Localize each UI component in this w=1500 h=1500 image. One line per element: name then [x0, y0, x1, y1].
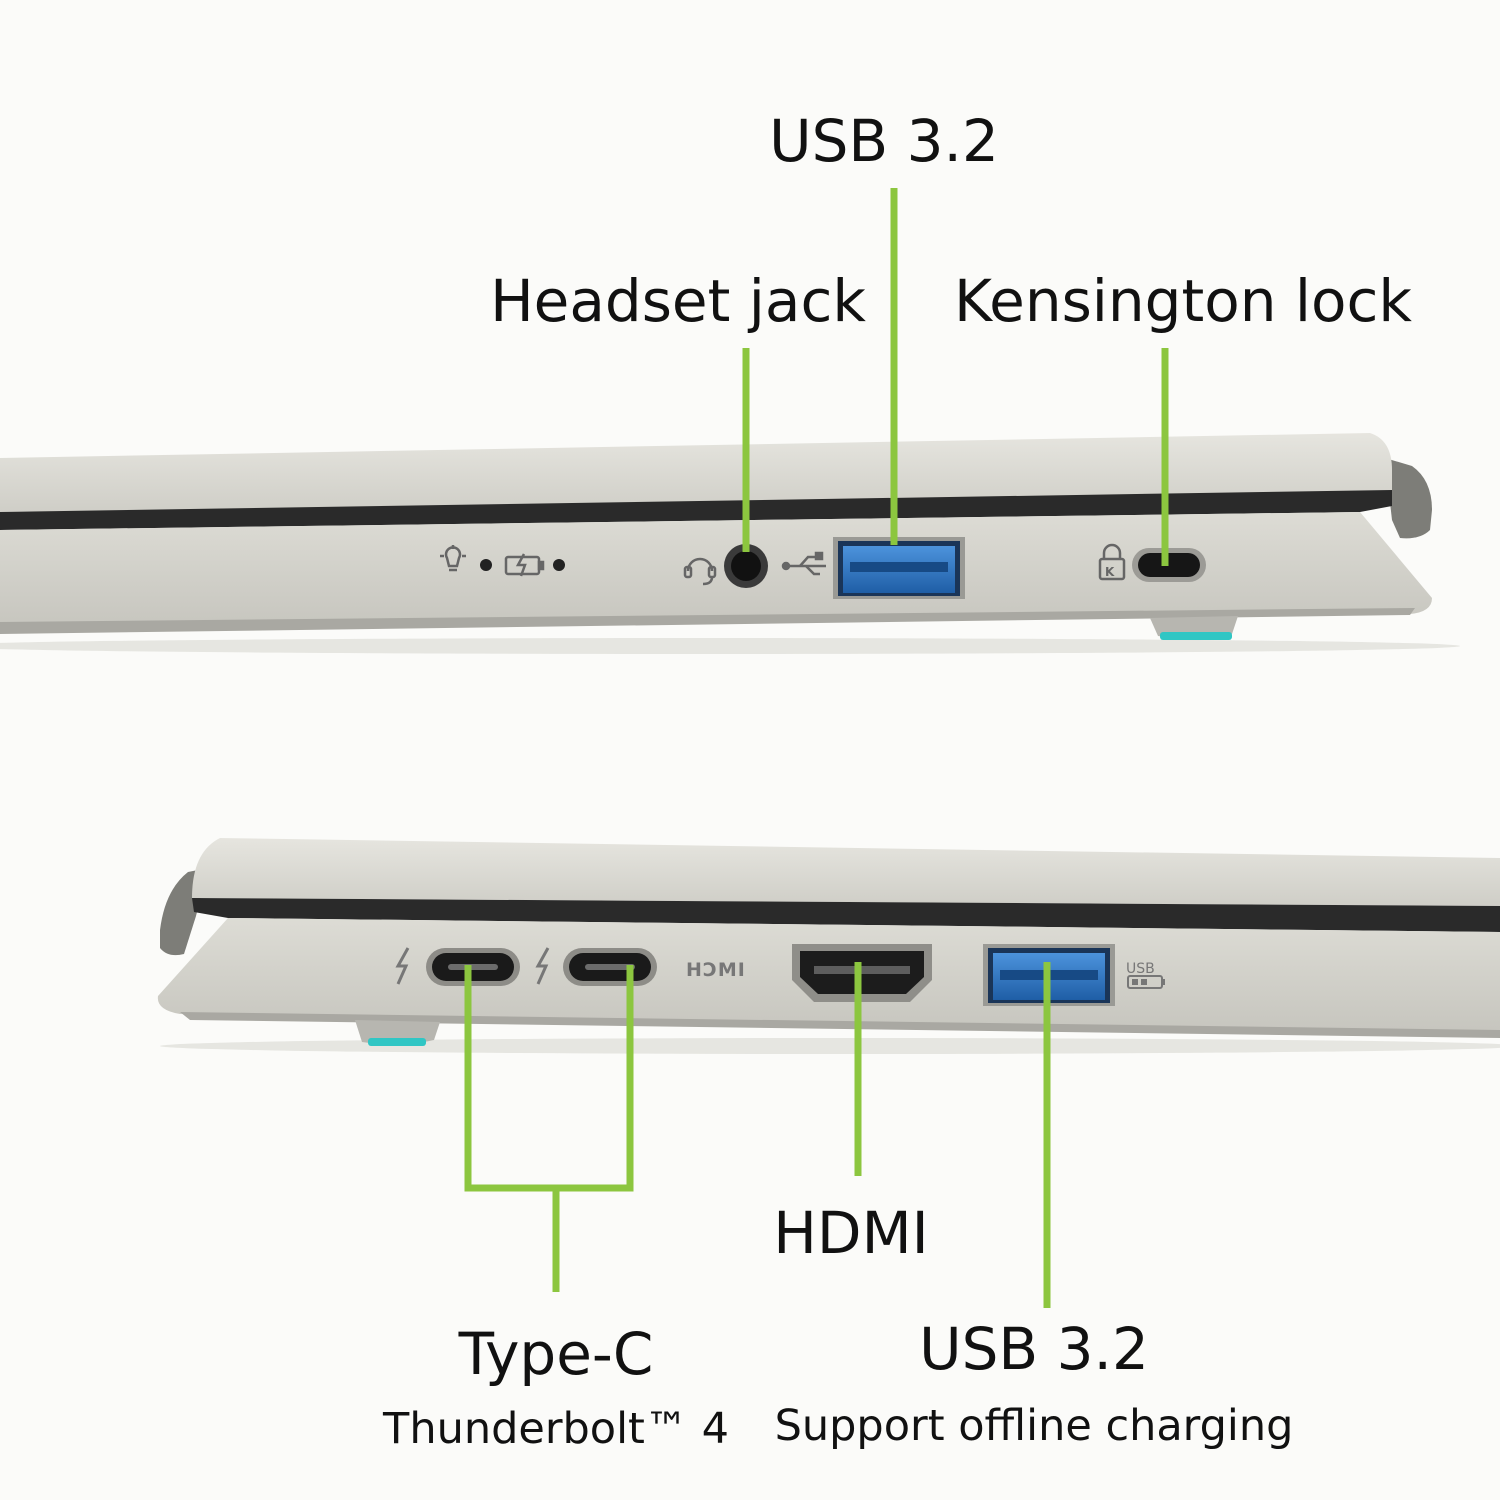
- callout-lines: [464, 188, 1169, 1308]
- usb-a-port-right: [833, 537, 965, 599]
- kensington-letter: K: [1105, 565, 1115, 579]
- thunderbolt-icon: [535, 947, 550, 985]
- label-kensington-lock: Kensington lock: [954, 267, 1412, 335]
- thunderbolt-icon: [395, 947, 410, 985]
- rubber-foot-accent-2: [368, 1038, 426, 1046]
- label-usb-bottom: USB 3.2: [919, 1315, 1149, 1383]
- headset-icon: [683, 557, 717, 586]
- bezel-gap-2: [192, 898, 1500, 932]
- laptop-lid-2: [192, 838, 1500, 906]
- callout-bracket-type-c: [464, 965, 634, 1192]
- type-c-port-2: [563, 948, 657, 986]
- power-led: [480, 559, 492, 571]
- rubber-foot-accent: [1160, 632, 1232, 640]
- label-hdmi: HDMI: [773, 1199, 929, 1267]
- laptop-left-side: HƆMI USB: [157, 838, 1500, 1054]
- hdmi-logo: HƆMI: [686, 959, 746, 981]
- label-thunderbolt: Thunderbolt™ 4: [383, 1404, 729, 1454]
- battery-led: [553, 559, 565, 571]
- type-c-port-1: [426, 948, 520, 986]
- lock-icon: [1098, 543, 1126, 581]
- battery-charging-icon: [504, 553, 545, 577]
- kensington-lock-slot: [1138, 553, 1200, 577]
- usb-icon: [781, 551, 826, 576]
- bezel-gap: [0, 490, 1392, 530]
- usb-charging-text: USB: [1126, 961, 1155, 977]
- laptop-right-side: K: [0, 433, 1460, 654]
- label-type-c: Type-C: [458, 1320, 654, 1388]
- label-headset-jack: Headset jack: [490, 267, 866, 335]
- usb-charging-icon: USB: [1126, 961, 1165, 989]
- light-bulb-icon: [440, 545, 466, 572]
- hdmi-port: [792, 944, 932, 1002]
- label-usb-top: USB 3.2: [769, 107, 999, 175]
- laptop-lid: [0, 433, 1392, 512]
- label-offline-charging: Support offline charging: [774, 1401, 1294, 1451]
